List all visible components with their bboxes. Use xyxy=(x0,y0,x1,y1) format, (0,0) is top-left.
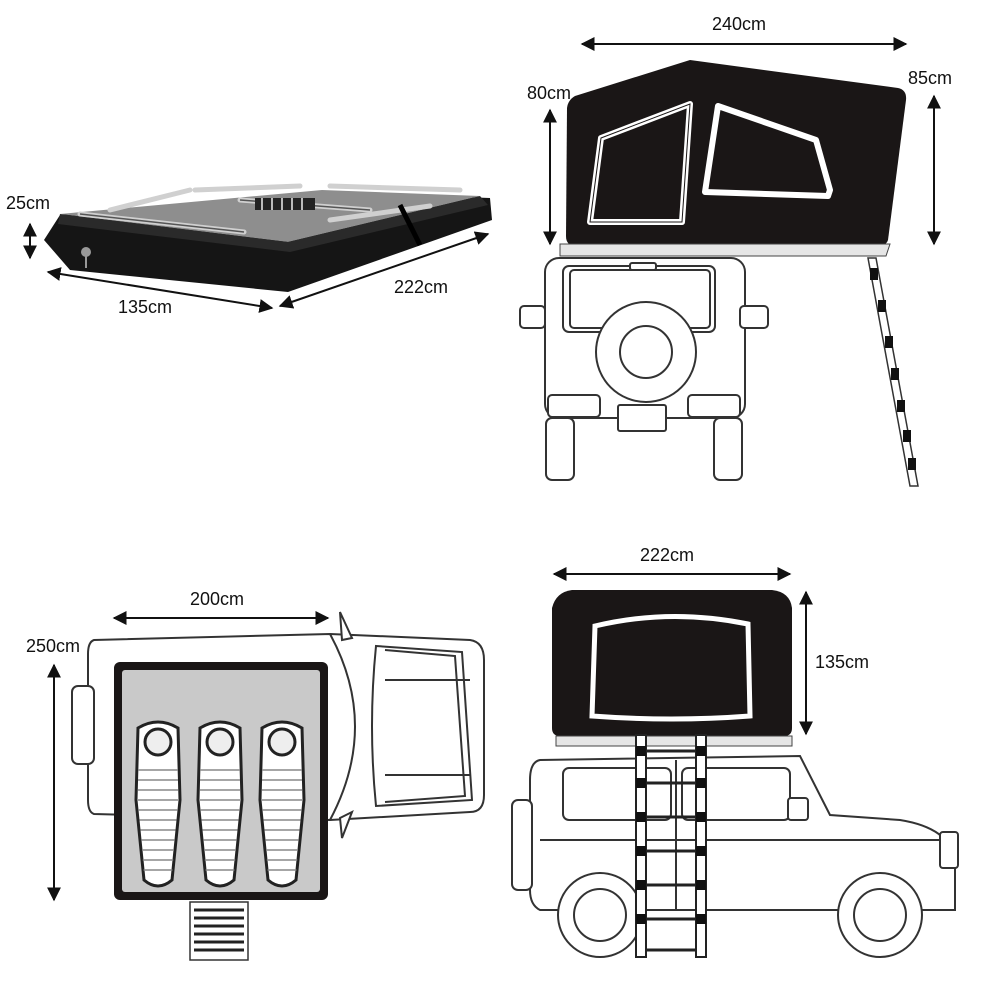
top-width-label: 250cm xyxy=(26,636,81,656)
rear-tent-body xyxy=(566,60,907,246)
side-view-illustration xyxy=(511,590,959,958)
closed-height-label: 25cm xyxy=(6,193,51,213)
rear-width-label: 240cm xyxy=(712,14,767,34)
sleeping-bag xyxy=(258,720,306,888)
side-window xyxy=(589,613,753,722)
rear-left-height-label: 80cm xyxy=(527,83,572,103)
side-car xyxy=(511,754,959,958)
rear-right-height-label: 85cm xyxy=(908,68,953,88)
sleeping-bag xyxy=(134,720,182,888)
top-view-ladder xyxy=(189,901,249,961)
rear-window-right xyxy=(702,103,833,199)
side-width-label: 222cm xyxy=(640,545,695,565)
closed-tent-illustration xyxy=(44,183,492,292)
side-height-label: 135cm xyxy=(815,652,870,672)
side-tent-body xyxy=(552,590,792,736)
rear-view-illustration xyxy=(519,60,919,487)
top-length-label: 200cm xyxy=(190,589,245,609)
rear-ladder xyxy=(867,257,919,487)
rear-car xyxy=(519,257,769,481)
side-ladder xyxy=(635,734,707,958)
sleeping-bags xyxy=(134,720,306,888)
sleeping-bag xyxy=(196,720,244,888)
closed-tent-lid xyxy=(60,190,480,242)
top-view-illustration xyxy=(71,611,485,961)
